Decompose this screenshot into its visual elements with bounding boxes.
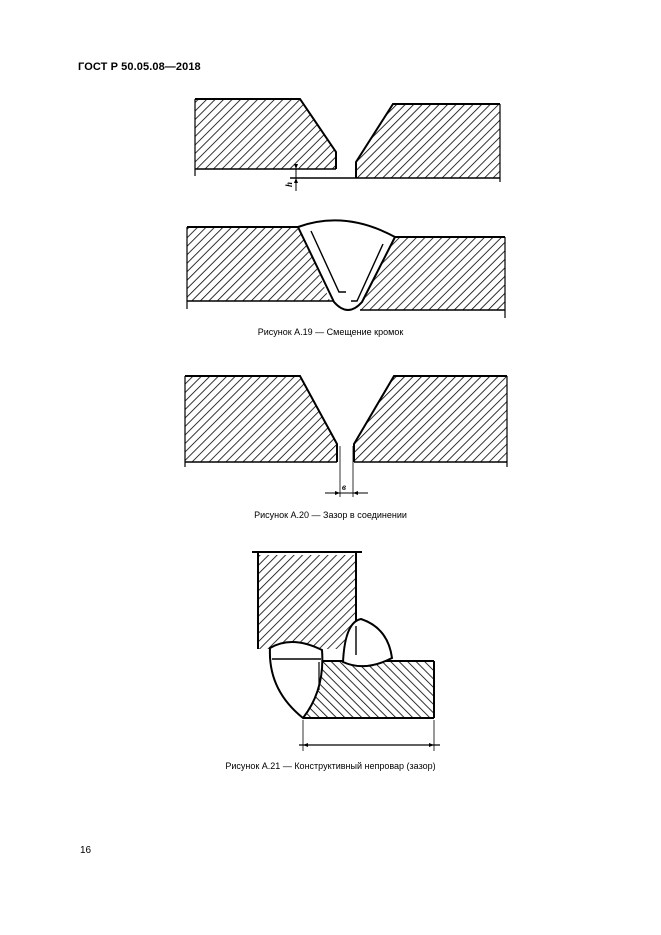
figure-a19-misalignment-top: h [194,98,501,191]
figure-a21-caption: Рисунок А.21 — Конструктивный непровар (… [225,761,436,771]
dimension-label-gap: в [342,482,346,492]
figure-a19-caption: Рисунок А.19 — Смещение кромок [257,327,404,337]
figure-a21-tjoint [252,551,440,751]
figure-a20-gap: в [184,375,508,497]
figure-a20-caption: Рисунок А.20 — Зазор в соединении [254,510,407,520]
dimension-label-h: h [284,182,294,187]
standard-header: ГОСТ Р 50.05.08—2018 [78,61,201,73]
figure-a19-weld [186,219,506,318]
page-number: 16 [80,845,92,856]
